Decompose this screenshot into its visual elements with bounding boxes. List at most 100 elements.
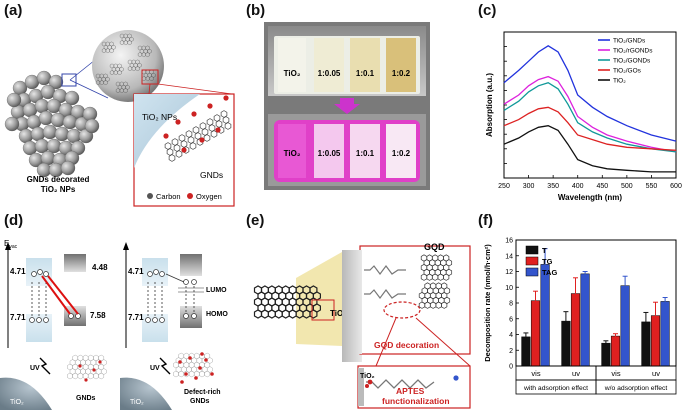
gnds-label: GNDs	[200, 170, 223, 180]
panel-label-d: (d)	[4, 212, 24, 229]
left-uv-label: UV	[30, 365, 40, 372]
tio2-sphere-zoom	[92, 30, 164, 102]
oxygen-swatch	[187, 193, 193, 199]
group-label-0: with adsorption effect	[523, 385, 588, 392]
caption-line1: GNDs decorated	[27, 175, 90, 184]
aptes-box	[357, 365, 471, 409]
right-vb-value: 7.71	[128, 313, 144, 322]
series-line-2	[503, 81, 677, 153]
legend-entry-0: T	[542, 246, 547, 255]
series-line-0	[503, 45, 677, 142]
down-arrow	[334, 98, 360, 114]
x-tick-label-350: 350	[547, 183, 559, 190]
bottom-label-2: 1:0.1	[356, 149, 375, 158]
group-label-1: w/o adsorption effect	[604, 385, 668, 392]
y-axis-label: Decomposition rate (nmol/h·cm²)	[483, 244, 492, 362]
panel-label-e: (e)	[246, 212, 265, 229]
x-tick-label-500: 500	[621, 183, 633, 190]
legend-entry-0: TiO₂/GNDs	[613, 38, 646, 45]
evac-label: Evac	[4, 239, 18, 250]
legend-oxygen: Oxygen	[196, 192, 222, 201]
y-tick-label-6: 6	[509, 316, 513, 323]
right-tio2-label: TiO₂	[130, 399, 144, 406]
top-label-3: 1:0.2	[392, 69, 411, 78]
panel-b-photos: TiO₂ 1:0.05 1:0.1 1:0.2 TiO₂ 1:0.05 1:0.…	[264, 22, 430, 190]
left-tio2-label: TiO₂	[10, 399, 24, 406]
nanotube-lattice	[253, 285, 322, 319]
series-line-1	[503, 75, 677, 153]
series-line-4	[503, 125, 676, 173]
legend-entry-4: TiO₂	[613, 78, 626, 85]
legend-carbon: Carbon	[156, 192, 181, 201]
vial-0-2	[386, 38, 416, 92]
category-label-3: uv	[652, 369, 660, 378]
category-label-2: vis	[611, 369, 620, 378]
left-tio2-particle	[0, 377, 52, 410]
x-tick-label-250: 250	[498, 183, 510, 190]
defect-line1: Defect-rich	[184, 389, 221, 396]
tio2-main-label: TiO₂	[330, 309, 347, 318]
x-tick-label-400: 400	[572, 183, 584, 190]
right-homo-label: HOMO	[206, 311, 228, 318]
bar-TG-0	[530, 300, 541, 367]
left-gnd-lumo	[64, 254, 86, 272]
group-box	[595, 379, 677, 395]
left-homo-value: 7.58	[90, 311, 106, 320]
legend-entry-2: TAG	[542, 268, 557, 277]
functionalization-label: functionalization	[382, 396, 450, 406]
top-label-2: 1:0.1	[356, 69, 375, 78]
right-lumo-label: LUMO	[206, 287, 227, 294]
vial-0-1	[350, 38, 380, 92]
gqd-decoration-box	[359, 245, 471, 355]
y-axis-label: Absorption (a.u.)	[485, 73, 494, 137]
legend-swatch-0	[525, 245, 539, 255]
top-label-0: TiO₂	[284, 69, 301, 78]
bar-TG-2	[610, 335, 621, 367]
caption-line2: TiO₂ NPs	[41, 185, 76, 194]
category-box	[515, 365, 597, 381]
bar-TAG-2	[620, 285, 630, 367]
right-uv-label: UV	[150, 365, 160, 372]
y-tick-label-8: 8	[509, 301, 513, 308]
bar-TAG-3	[660, 301, 670, 367]
gqd-sheet-top	[420, 254, 453, 281]
tio2-small-label: TiO₂	[360, 373, 375, 380]
top-label-1: 1:0.05	[318, 69, 341, 78]
graphene-sheet	[163, 95, 232, 162]
defect-line2: GNDs	[190, 398, 210, 405]
panel-a-illustration: TiO₂ NPs GNDs Carbon Oxygen GNDs decorat…	[4, 30, 235, 207]
legend-entry-1: TiO₂/rGONDs	[613, 48, 653, 55]
panel-d-band-diagram: Evac 4.71 7.71 4.48 7.58 4.71 7.71 LUMO …	[0, 239, 228, 410]
left-lumo-value: 4.48	[92, 263, 108, 272]
carbon-swatch	[147, 193, 153, 199]
gqd-decoration-label: GQD decoration	[374, 340, 439, 350]
panel-label-c: (c)	[478, 2, 497, 19]
x-axis-label: Wavelength (nm)	[558, 193, 622, 202]
y-tick-label-10: 10	[505, 285, 513, 292]
right-tio2-particle	[120, 377, 172, 410]
legend-swatch-1	[525, 256, 539, 266]
vial-0-05	[314, 38, 344, 92]
category-label-0: vis	[531, 369, 540, 378]
left-vb-value: 7.71	[10, 313, 26, 322]
tio2-nps-label: TiO₂ NPs	[142, 112, 177, 122]
bottom-label-0: TiO₂	[284, 149, 301, 158]
legend-entry-1: TG	[542, 257, 553, 266]
y-tick-label-4: 4	[509, 332, 513, 339]
bottom-label-3: 1:0.2	[392, 149, 411, 158]
aptes-label: APTES	[396, 386, 425, 396]
y-tick-label-2: 2	[509, 348, 513, 355]
left-gnds-label: GNDs	[76, 395, 96, 402]
x-tick-label-550: 550	[646, 183, 658, 190]
right-gnds-sheet	[173, 352, 214, 384]
right-cb-value: 4.71	[128, 267, 144, 276]
y-tick-label-12: 12	[505, 269, 513, 276]
category-label-1: uv	[572, 369, 580, 378]
y-tick-label-0: 0	[509, 364, 513, 371]
bar-T-0	[521, 336, 531, 367]
panel-label-f: (f)	[478, 212, 493, 229]
series-line-3	[503, 106, 677, 151]
bottom-label-1: 1:0.05	[318, 149, 341, 158]
right-gnd-homo	[180, 306, 202, 328]
